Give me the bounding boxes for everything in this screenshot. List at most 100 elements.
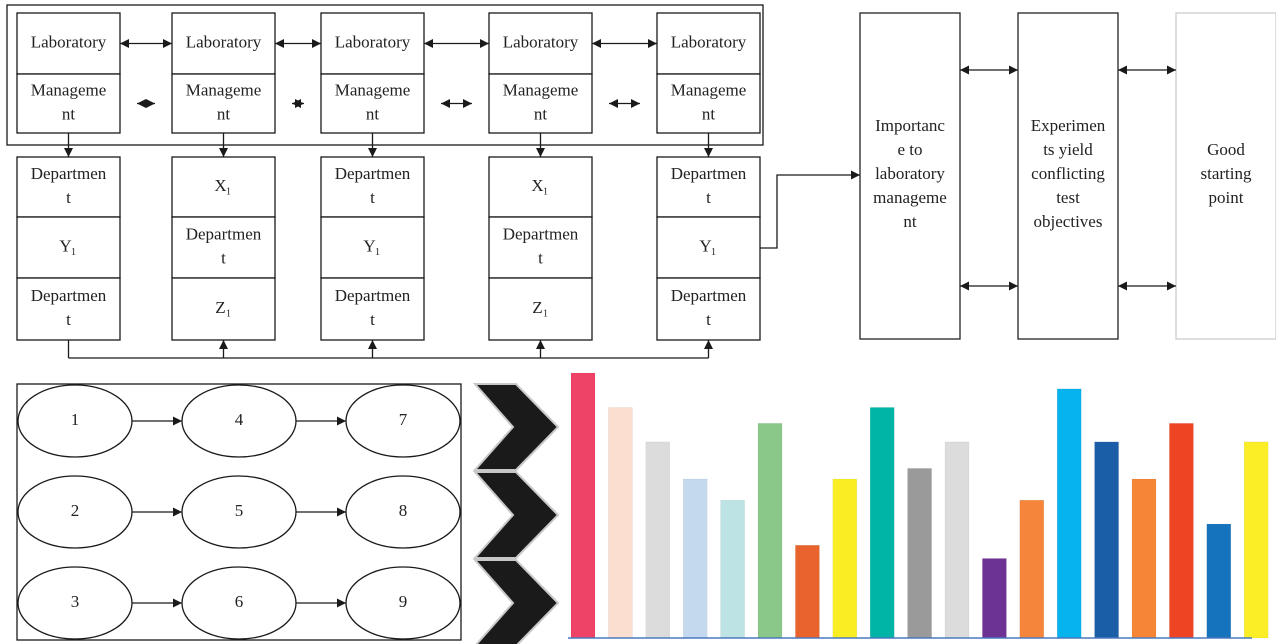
department-cell <box>656 216 761 279</box>
chart-bar <box>757 423 783 639</box>
flow-node-label: 2 <box>71 501 80 520</box>
laboratory-box <box>320 12 425 75</box>
management-box <box>488 73 593 134</box>
lab-frame <box>6 4 764 146</box>
chart-bar <box>645 441 671 639</box>
variable-label: Z <box>215 298 225 317</box>
department-label: t <box>66 188 71 207</box>
department-label: Departmen <box>186 224 262 243</box>
variable-subscript: 1 <box>543 186 548 197</box>
flow-node-label: 9 <box>399 592 408 611</box>
flow-node-label: 8 <box>399 501 408 520</box>
department-label: t <box>706 310 711 329</box>
laboratory-label: Laboratory <box>503 32 579 51</box>
management-box <box>320 73 425 134</box>
management-label: nt <box>702 104 716 123</box>
outcome-label: Good <box>1207 140 1245 159</box>
department-cell <box>656 277 761 341</box>
laboratory-box <box>656 12 761 75</box>
department-cell <box>488 216 593 279</box>
chart-bar <box>944 441 970 639</box>
chart-bar <box>1056 388 1082 639</box>
department-label: t <box>370 188 375 207</box>
chart-bar <box>982 558 1007 639</box>
department-cell <box>320 156 425 218</box>
outcome-label: manageme <box>873 188 947 207</box>
variable-label: Z <box>532 298 542 317</box>
department-cell <box>656 156 761 218</box>
variable-subscript: 1 <box>543 308 548 319</box>
chart-bar <box>795 545 820 639</box>
laboratory-label: Laboratory <box>186 32 262 51</box>
department-label: t <box>370 310 375 329</box>
outcome-label: test <box>1056 188 1080 207</box>
flow-node-label: 1 <box>71 410 80 429</box>
flow-node <box>345 566 461 640</box>
laboratory-box <box>488 12 593 75</box>
management-label: Manageme <box>186 80 262 99</box>
management-label: nt <box>217 104 231 123</box>
flow-node <box>345 475 461 549</box>
flow-node-label: 6 <box>235 592 244 611</box>
laboratory-label: Laboratory <box>671 32 747 51</box>
department-label: t <box>538 248 543 267</box>
chart-bar <box>570 372 596 639</box>
chart-bar <box>869 407 895 639</box>
chart-bar <box>608 407 633 639</box>
variable-subscript: 1 <box>711 247 716 258</box>
laboratory-label: Laboratory <box>335 32 411 51</box>
flow-node-label: 4 <box>235 410 244 429</box>
management-label: Manageme <box>503 80 579 99</box>
variable-label: Y <box>363 236 375 255</box>
chevron-arrow <box>472 471 560 559</box>
variable-label: Y <box>59 236 71 255</box>
department-label: Departmen <box>335 286 411 305</box>
variable-subscript: 1 <box>226 308 231 319</box>
department-label: Departmen <box>671 164 747 183</box>
department-cell <box>171 216 276 279</box>
laboratory-label: Laboratory <box>31 32 107 51</box>
management-label: nt <box>366 104 380 123</box>
flow-node-label: 3 <box>71 592 80 611</box>
outcome-label: nt <box>903 212 917 231</box>
chart-bar <box>832 478 858 639</box>
chevron-arrow <box>472 559 560 644</box>
chart-bar <box>1131 478 1157 639</box>
chart-bar <box>907 468 932 639</box>
department-cell <box>16 216 121 279</box>
department-label: t <box>221 248 226 267</box>
department-label: t <box>66 310 71 329</box>
outcome-box <box>1175 12 1276 340</box>
chevron-arrows <box>472 383 560 644</box>
chart-bar <box>720 499 745 639</box>
department-cell <box>320 216 425 279</box>
outcome-label: Experimen <box>1031 116 1106 135</box>
department-label: Departmen <box>335 164 411 183</box>
outcome-label: point <box>1209 188 1244 207</box>
chart-bar <box>1206 523 1232 639</box>
management-label: Manageme <box>31 80 107 99</box>
department-label: Departmen <box>31 164 107 183</box>
outcome-label: conflicting <box>1031 164 1105 183</box>
management-label: Manageme <box>335 80 411 99</box>
bar-chart <box>568 372 1269 639</box>
variable-subscript: 1 <box>375 247 380 258</box>
outcome-label: e to <box>897 140 922 159</box>
department-cell <box>320 277 425 341</box>
outcome-label: Importanc <box>875 116 945 135</box>
chart-bar <box>1019 499 1045 639</box>
management-label: nt <box>534 104 548 123</box>
management-box <box>16 73 121 134</box>
department-cell <box>171 277 276 341</box>
chevron-arrow <box>472 383 560 471</box>
management-box <box>656 73 761 134</box>
variable-label: X <box>214 176 226 195</box>
outcome-label: starting <box>1201 164 1252 183</box>
department-label: Departmen <box>503 224 579 243</box>
department-label: t <box>706 188 711 207</box>
outcome-label: laboratory <box>875 164 945 183</box>
department-to-importance-arrow <box>760 170 860 249</box>
